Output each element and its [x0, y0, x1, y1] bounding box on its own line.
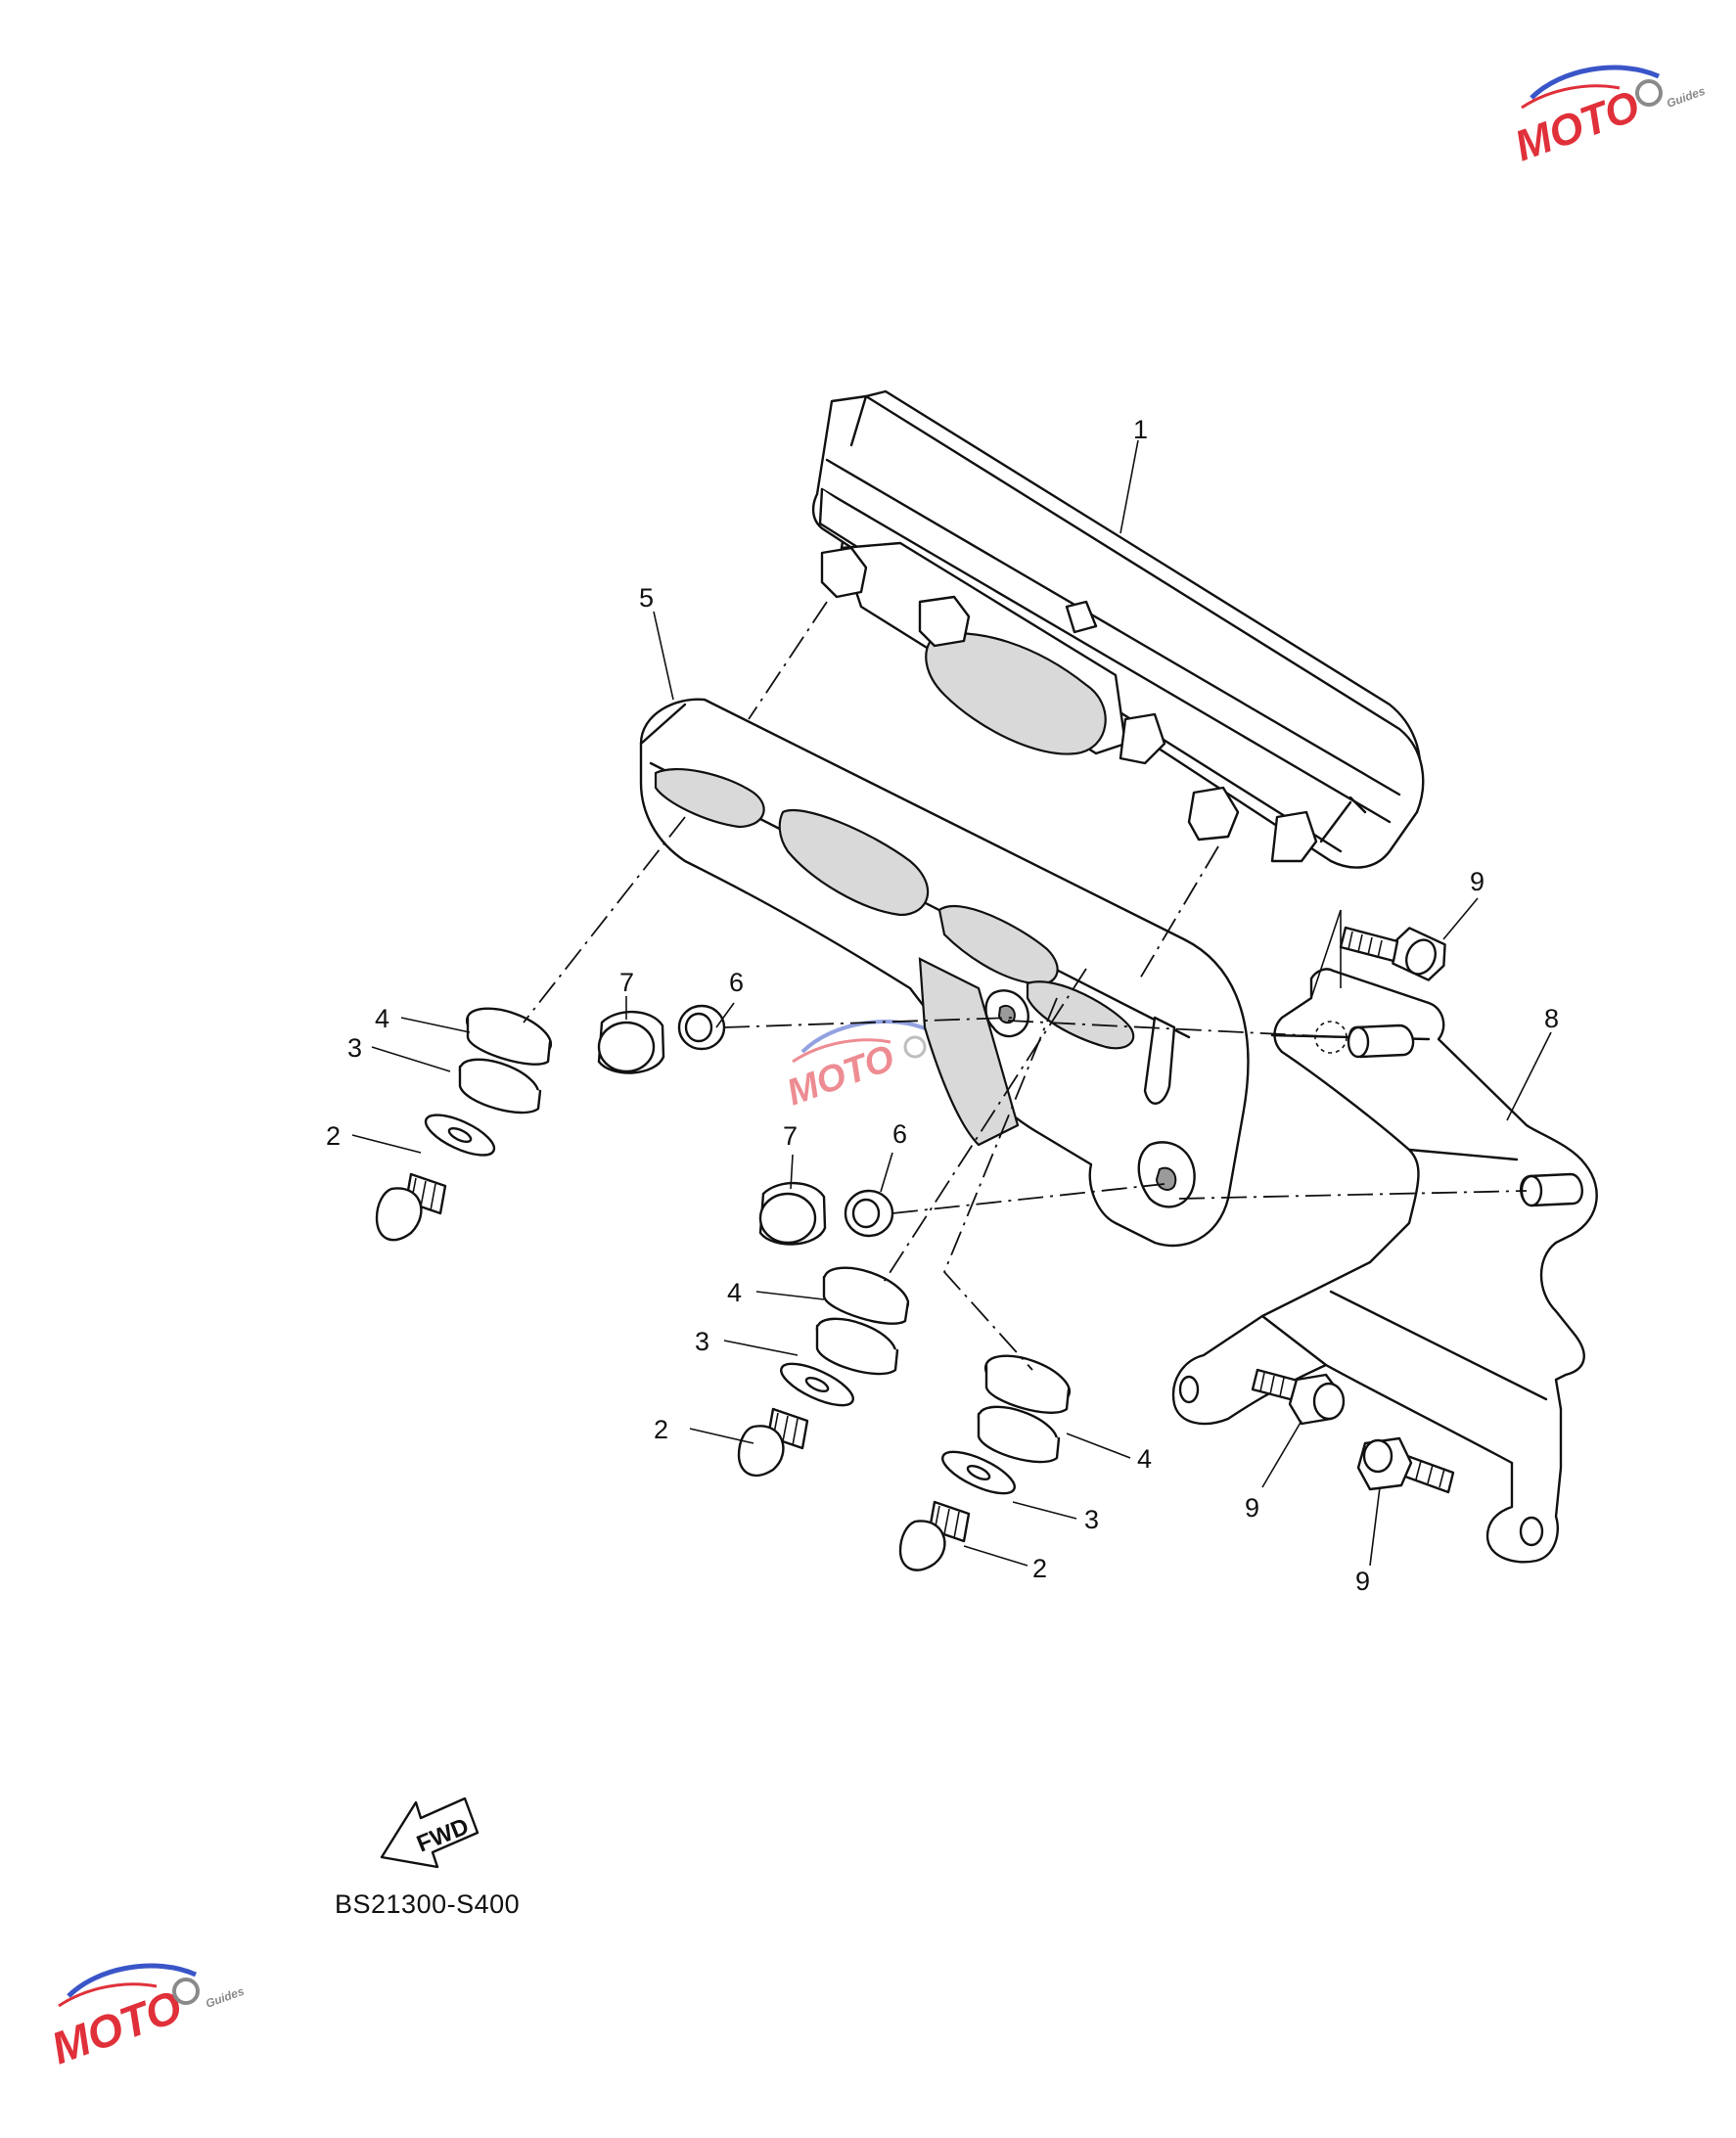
svg-text:MOTO: MOTO — [782, 1037, 900, 1114]
callout-2-right: 2 — [1032, 1554, 1047, 1583]
collar-6-lower — [844, 1189, 894, 1238]
svg-text:Guides: Guides — [204, 1984, 246, 2011]
collar-6-upper — [677, 1004, 726, 1051]
callout-9-lower-right: 9 — [1355, 1567, 1370, 1596]
meter-bracket — [639, 698, 1250, 1248]
callout-4-left: 4 — [375, 1004, 389, 1033]
part-code: BS21300-S400 — [335, 1889, 520, 1919]
callout-3-middle: 3 — [695, 1327, 709, 1356]
callout-2-left: 2 — [326, 1121, 341, 1151]
grommet-stack-left — [375, 1007, 553, 1242]
callout-9-top: 9 — [1470, 867, 1485, 896]
bolt-9-lower-left — [1251, 1368, 1346, 1426]
callout-labels: 1 5 9 8 4 3 2 7 6 7 6 4 3 2 4 3 2 9 9 — [326, 415, 1559, 1596]
nut-7-upper — [597, 1010, 665, 1074]
callout-2-middle: 2 — [654, 1415, 668, 1444]
watermark-logo-bottom: MOTO Guides — [45, 1963, 247, 2074]
meter-assembly — [811, 389, 1425, 869]
callout-4-right: 4 — [1137, 1444, 1152, 1474]
callout-6-lower: 6 — [892, 1119, 907, 1149]
callout-7-upper: 7 — [619, 968, 634, 997]
callout-5: 5 — [639, 583, 654, 613]
fwd-arrow-icon: FWD — [380, 1797, 480, 1869]
callout-3-right: 3 — [1084, 1505, 1099, 1534]
assembly-lines — [523, 601, 1528, 1371]
callout-3-left: 3 — [347, 1033, 362, 1063]
callout-9-lower-left: 9 — [1245, 1493, 1259, 1523]
bolt-9-lower-right — [1356, 1436, 1455, 1494]
svg-text:Guides: Guides — [1665, 84, 1707, 111]
callout-6-upper: 6 — [729, 968, 744, 997]
watermark-logo-top: MOTO Guides — [1509, 65, 1708, 170]
grommet-stack-right — [898, 1354, 1072, 1571]
bolt-9-top — [1339, 926, 1446, 981]
leader-lines — [351, 439, 1552, 1567]
callout-8: 8 — [1544, 1004, 1559, 1033]
callout-7-lower: 7 — [783, 1121, 798, 1151]
nut-7-lower — [758, 1181, 827, 1246]
grommet-stack-middle — [737, 1266, 910, 1477]
callout-4-middle: 4 — [727, 1278, 742, 1307]
svg-text:MOTO: MOTO — [1509, 81, 1646, 170]
watermark-logo-center: MOTO — [782, 1020, 931, 1114]
meter-stay-bracket — [1171, 968, 1598, 1564]
callout-1: 1 — [1133, 415, 1148, 444]
svg-text:MOTO: MOTO — [45, 1980, 189, 2074]
